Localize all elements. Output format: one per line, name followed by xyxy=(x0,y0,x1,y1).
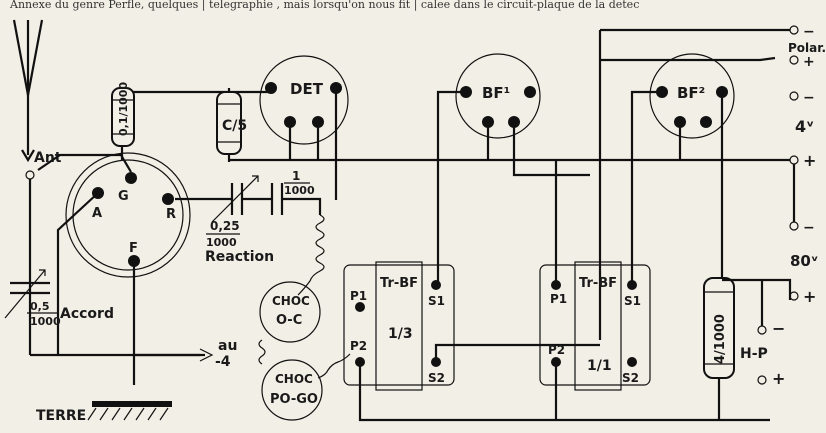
hp-minus: − xyxy=(772,319,785,338)
t2-s2: S2 xyxy=(622,371,639,385)
t1-p1: P1 xyxy=(350,289,367,303)
polar-minus: − xyxy=(803,24,815,40)
tube-bf1-label: BF¹ xyxy=(482,84,510,102)
t1-s1: S1 xyxy=(428,294,445,308)
coil-pin-r xyxy=(162,193,174,205)
reaction-label: Reaction xyxy=(205,249,274,265)
choke-oc-line2: O-C xyxy=(276,313,302,328)
accord-value-num: 0,5 xyxy=(30,300,50,313)
t1-s2: S2 xyxy=(428,371,445,385)
choke-oc-line1: CHOC xyxy=(272,294,310,308)
t2-s1: S1 xyxy=(624,294,641,308)
v80-plus-sign: + xyxy=(803,287,816,306)
tube-bf2 xyxy=(649,53,735,139)
polar-plus: + xyxy=(803,54,815,70)
antenna-terminal xyxy=(25,170,35,180)
t1-p2: P2 xyxy=(350,339,367,353)
au-label: au xyxy=(218,338,237,354)
v4-label: 4ᵛ xyxy=(795,117,814,136)
t2-p2: P2 xyxy=(548,343,565,357)
coil-socket-outer xyxy=(65,152,191,278)
t2-p1: P1 xyxy=(550,292,567,306)
antenna-label: Ant xyxy=(34,150,62,166)
transformer-1-ratio: 1/3 xyxy=(388,326,413,342)
transformer-1-frame xyxy=(343,264,455,386)
polar-label: Polar. xyxy=(788,41,826,55)
grid-capacitor-value: 0,1/1000 xyxy=(117,82,130,136)
v4-plus-terminal xyxy=(789,155,799,165)
v80-label: 80ᵛ xyxy=(790,252,818,270)
choke-pogo xyxy=(261,359,323,421)
coil-pin-g xyxy=(125,172,137,184)
coupling-cap-value-den: 1000 xyxy=(284,184,315,197)
coil-pin-g-label: G xyxy=(118,189,129,204)
v4-minus-sign: − xyxy=(803,90,815,106)
transformer-1-title: Tr-BF xyxy=(380,276,418,291)
tube-det-label: DET xyxy=(290,80,324,98)
v4-minus-terminal xyxy=(789,91,799,101)
v80-minus-sign: − xyxy=(803,220,815,236)
tube-bf2-label: BF² xyxy=(677,84,705,102)
antenna-symbol xyxy=(12,19,44,163)
accord-value-den: 1000 xyxy=(30,315,61,328)
choke-oc xyxy=(259,281,321,343)
hp-label: H-P xyxy=(740,346,768,362)
v80-plus-terminal xyxy=(789,291,799,301)
transformer-2-core xyxy=(574,261,622,391)
header-text: Annexe du genre Perfle, quelques | teleg… xyxy=(9,0,639,12)
grid-capacitor xyxy=(111,87,135,147)
hp-plus: + xyxy=(772,369,785,388)
ground-symbol xyxy=(87,401,172,421)
tube-det xyxy=(259,55,349,145)
terre-label: TERRE xyxy=(36,408,86,424)
au-value: -4 xyxy=(215,354,231,370)
bias-resistor-value: 4/1000 xyxy=(713,314,728,364)
transformer-1-core xyxy=(375,261,423,391)
coil-pin-r-label: R xyxy=(166,207,176,222)
choke-pogo-line2: PO-GO xyxy=(270,392,318,407)
accord-label: Accord xyxy=(60,306,114,322)
coil-pin-f-label: F xyxy=(129,241,138,256)
coupling-cap-value-num: 1 xyxy=(292,169,300,183)
coil-pin-a-label: A xyxy=(92,206,102,221)
reaction-value-den: 1000 xyxy=(206,236,237,249)
reaction-value-num: 0,25 xyxy=(210,219,240,233)
v4-plus-sign: + xyxy=(803,151,816,170)
transformer-2-title: Tr-BF xyxy=(579,276,617,291)
transformer-2-ratio: 1/1 xyxy=(587,358,612,374)
grid-leak-value: C/5 xyxy=(222,118,247,134)
transformer-2-frame xyxy=(539,264,651,386)
tube-bf1 xyxy=(455,53,541,139)
choke-pogo-line1: CHOC xyxy=(275,372,313,386)
